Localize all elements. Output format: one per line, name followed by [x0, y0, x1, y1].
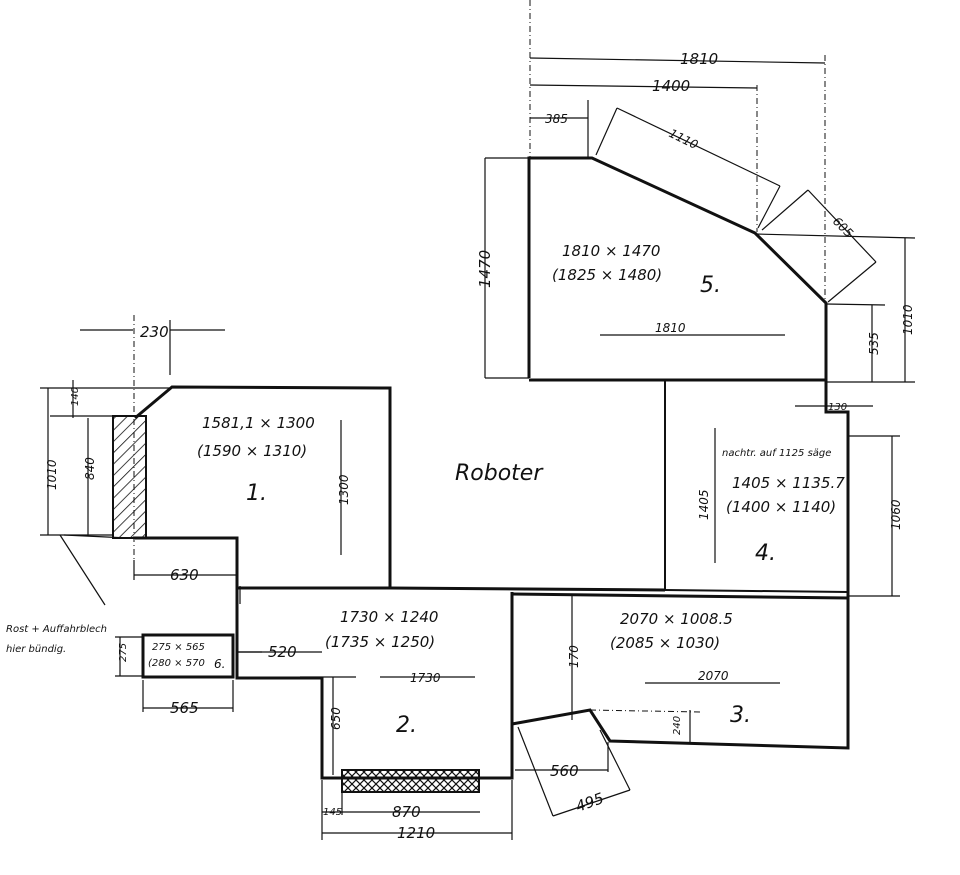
note-left-line2: hier bündig. — [6, 644, 66, 655]
dim-left-1010: 1010 — [45, 459, 59, 490]
area-1-number: 1. — [246, 481, 267, 506]
dim-right-1010: 1010 — [901, 304, 915, 335]
area-5-size: 1810 × 1470 — [562, 242, 660, 260]
dim-top-1400: 1400 — [652, 77, 690, 95]
grate-hatched-block — [112, 415, 147, 539]
dimension-lines — [40, 0, 916, 840]
dim-diag-1110: 1110 — [667, 126, 701, 152]
area-6-alt-size: (280 × 570 — [148, 658, 205, 669]
area-1-alt-size: (1590 × 1310) — [197, 442, 307, 460]
dim-area3-240: 240 — [672, 716, 683, 735]
dim-area6-width: 565 — [170, 699, 199, 717]
dim-area3-170: 170 — [567, 645, 581, 668]
dim-top-1810: 1810 — [680, 50, 718, 68]
area-4-alt-size: (1400 × 1140) — [726, 498, 836, 516]
area-6-outline — [141, 633, 235, 679]
area-5-outline — [527, 156, 828, 590]
dim-bottom-560: 560 — [550, 762, 579, 780]
dim-bottom-495: 495 — [573, 789, 606, 816]
area-1-size: 1581,1 × 1300 — [202, 414, 315, 432]
area-2-alt-size: (1735 × 1250) — [325, 633, 435, 651]
note-left-line1: Rost + Auffahrblech — [6, 624, 107, 635]
area-2-number: 2. — [396, 713, 417, 738]
dim-left-230: 230 — [140, 323, 169, 341]
bottom-hatched-block — [341, 769, 480, 793]
area-4-size: 1405 × 1135.7 — [732, 474, 845, 492]
area-2-size: 1730 × 1240 — [340, 608, 438, 626]
dim-bottom-870: 870 — [392, 803, 421, 821]
area-1-outline — [134, 385, 666, 592]
area-6-number: 6. — [214, 657, 225, 671]
dim-right-535: 535 — [867, 332, 881, 355]
dim-area5-width: 1810 — [655, 321, 686, 335]
area-4-note: nachtr. auf 1125 säge — [722, 448, 831, 459]
area-5-alt-size: (1825 × 1480) — [552, 266, 662, 284]
area-4-number: 4. — [755, 541, 776, 566]
area-2-outline — [235, 588, 849, 780]
area-4-outline — [664, 380, 850, 600]
dim-bottom-1210: 1210 — [397, 824, 435, 842]
area-6-size: 275 × 565 — [152, 642, 205, 653]
area-3-outline — [511, 598, 850, 750]
dim-area6-height: 275 — [118, 643, 129, 662]
robot-label: Roboter — [455, 461, 544, 486]
dim-left-630: 630 — [170, 566, 199, 584]
dim-left-840: 840 — [83, 457, 97, 480]
dim-gap-520: 520 — [268, 643, 297, 661]
dim-area3-width: 2070 — [698, 669, 729, 683]
dim-area4-height: 1405 — [697, 489, 711, 520]
area-3-alt-size: (2085 × 1030) — [610, 634, 720, 652]
dim-right-1060: 1060 — [889, 499, 903, 530]
dim-top-385: 385 — [545, 112, 568, 126]
area-3-number: 3. — [730, 703, 751, 728]
dim-bottom-145: 145 — [323, 807, 342, 818]
dim-area1-height: 1300 — [337, 474, 351, 505]
dim-left-140: 140 — [70, 387, 81, 406]
dim-notch-130: 130 — [828, 402, 847, 413]
area-3-size: 2070 × 1008.5 — [620, 610, 733, 628]
dim-area2-650: 650 — [329, 707, 343, 730]
area-5-number: 5. — [700, 273, 721, 298]
dim-area5-height: 1470 — [476, 250, 494, 288]
dim-area2-width: 1730 — [410, 671, 441, 685]
